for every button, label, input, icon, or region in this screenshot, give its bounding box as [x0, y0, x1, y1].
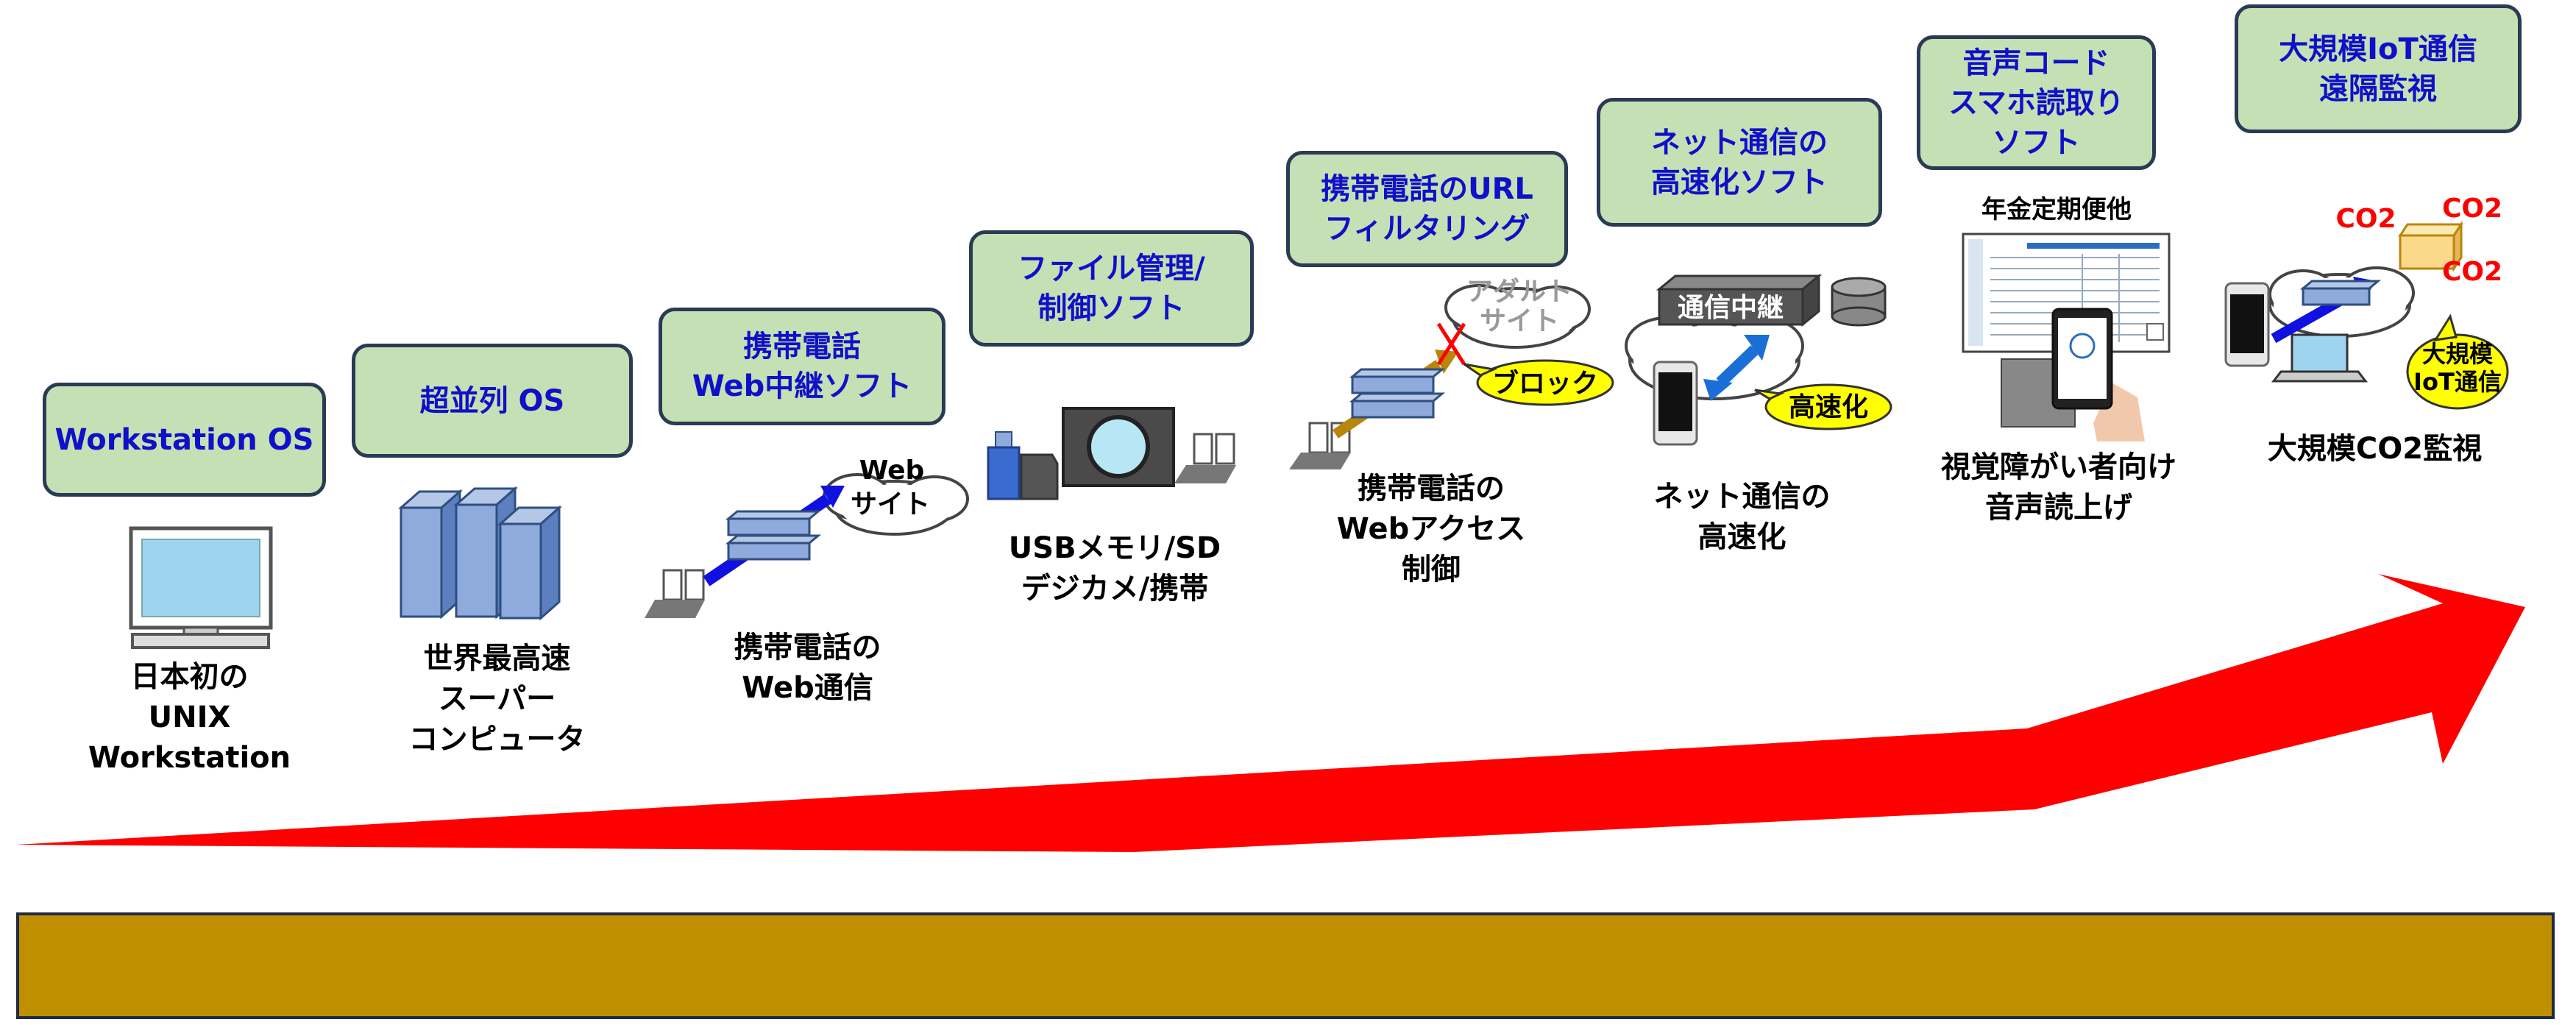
pension-label: 年金定期便他	[1981, 195, 2132, 224]
bottom-band	[16, 912, 2555, 1019]
relay-label: 通信中継	[1677, 293, 1784, 323]
block-label: ブロック	[1491, 369, 1598, 399]
stage-caption-supercomputer: 世界最高速 スーパー コンピュータ	[408, 642, 586, 757]
stage-title-url-filtering: 携帯電話のURL フィルタリング	[1286, 151, 1568, 267]
stage-title-network-acceleration: ネット通信の 高速化ソフト	[1597, 98, 1882, 227]
stage-title-mobile-web-relay: 携帯電話 Web中継ソフト	[659, 308, 945, 425]
iot-bubble-label: 大規模 IoT通信	[2413, 340, 2502, 397]
stage-title-parallel-os: 超並列 OS	[352, 344, 633, 458]
stage-caption-network-acceleration: ネット通信の 高速化	[1653, 480, 1831, 555]
stage-title-file-management: ファイル管理/ 制御ソフト	[969, 230, 1254, 347]
stage-caption-url-filtering: 携帯電話の Webアクセス 制御	[1336, 472, 1526, 587]
stage-caption-file-management: USBメモリ/SD デジカメ/携帯	[1008, 531, 1221, 606]
stage-caption-workstation: 日本初の UNIX Workstation	[88, 660, 291, 776]
stage-caption-mobile-web: 携帯電話の Web通信	[734, 631, 881, 706]
co2-label-a: CO2	[2335, 204, 2396, 234]
stage-caption-voice-code: 視覚障がい者向け 音声読上げ	[1941, 450, 2176, 525]
stage-title-iot-monitoring: 大規模IoT通信 遠隔監視	[2235, 4, 2522, 133]
adult-site-label-top: アダルト	[1466, 277, 1572, 307]
stage-title-workstation-os: Workstation OS	[43, 383, 326, 497]
stage-caption-iot-monitoring: 大規模CO2監視	[2267, 432, 2483, 466]
co2-label-c: CO2	[2441, 257, 2503, 287]
web-site-label-bottom: サイト	[850, 489, 930, 519]
co2-label-b: CO2	[2441, 194, 2503, 224]
stage-title-voice-code: 音声コード スマホ読取り ソフト	[1917, 35, 2156, 170]
web-site-label-top: Web	[859, 455, 925, 486]
speedup-label: 高速化	[1788, 392, 1868, 422]
adult-site-label-bottom: サイト	[1479, 306, 1559, 336]
